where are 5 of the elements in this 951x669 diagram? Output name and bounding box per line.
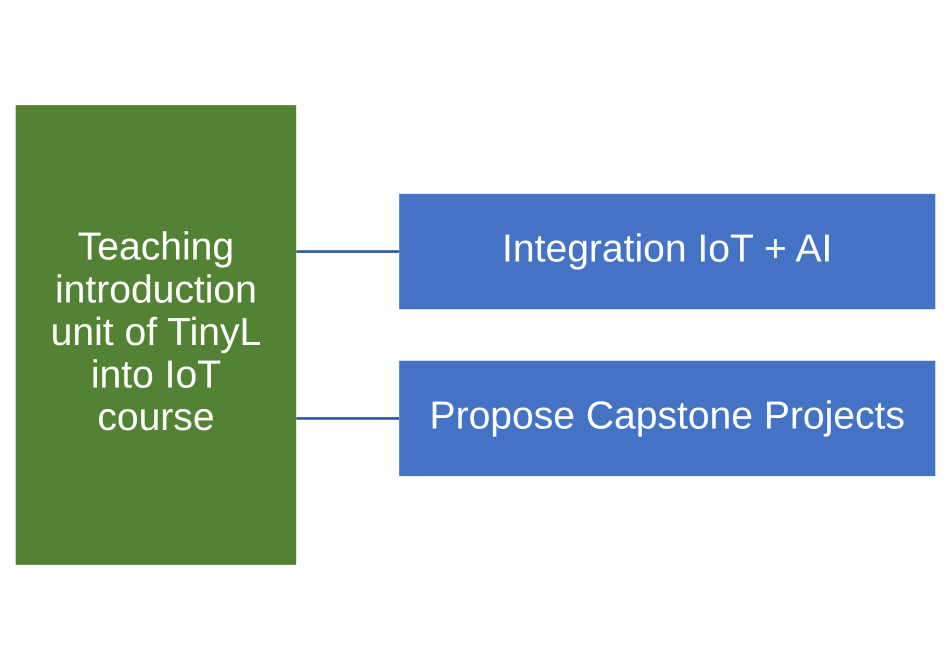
- node-box: Propose Capstone Projects: [399, 360, 936, 476]
- connector: [296, 416, 399, 420]
- node-box: Teaching introduction unit of TinyL into IoT course: [16, 104, 296, 564]
- connector: [296, 250, 399, 252]
- node-box: Integration IoT + AI: [399, 193, 936, 309]
